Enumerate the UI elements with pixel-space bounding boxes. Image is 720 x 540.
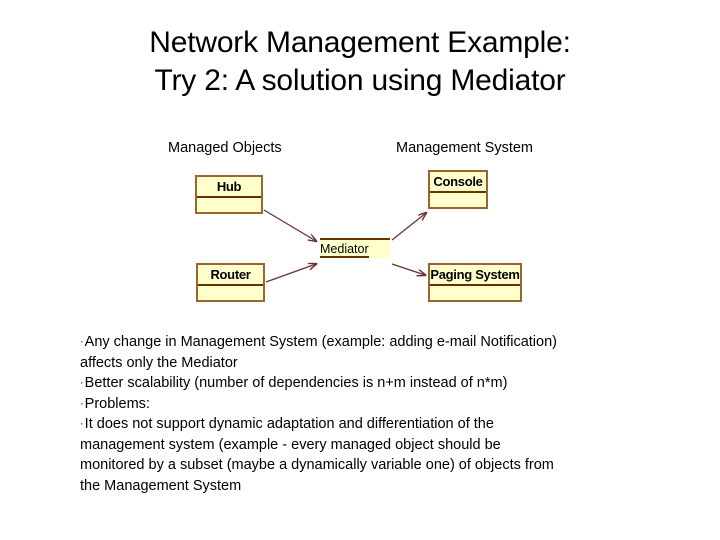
body-text-line: the Management System — [80, 477, 242, 494]
body-text-line: Any change in Management System (example… — [84, 334, 557, 350]
connector-mediator-to-paging-system — [391, 263, 425, 275]
diagram-node-console-body — [430, 193, 486, 207]
diagram-node-paging-system[interactable]: Paging System — [428, 263, 522, 302]
slide-body-text: ·Any change in Management System (exampl… — [80, 332, 680, 496]
connector-router-to-mediator — [265, 264, 316, 283]
body-continuation-line: monitored by a subset (maybe a dynamical… — [80, 455, 680, 476]
diagram-node-router[interactable]: Router — [196, 263, 265, 302]
body-bullet-item: ·Any change in Management System (exampl… — [80, 332, 680, 353]
bullet-icon: · — [80, 377, 84, 389]
diagram-node-paging-system-body — [430, 286, 520, 300]
body-text-line: Problems: — [84, 395, 150, 412]
body-text-line: monitored by a subset (maybe a dynamical… — [80, 457, 554, 473]
diagram-node-router-label: Router — [198, 265, 263, 286]
body-text-line: management system (example - every manag… — [80, 436, 501, 453]
body-continuation-line: the Management System — [80, 476, 680, 497]
diagram-node-hub-body — [197, 198, 261, 212]
diagram-node-console-label: Console — [430, 172, 486, 193]
body-bullet-item: ·It does not support dynamic adaptation … — [80, 414, 680, 435]
diagram-column-header-management-system: Management System — [396, 140, 534, 156]
diagram-node-paging-system-label: Paging System — [430, 265, 520, 286]
body-continuation-line: affects only the Mediator — [80, 353, 680, 374]
diagram-node-console[interactable]: Console — [428, 170, 488, 209]
connector-hub-to-mediator — [263, 209, 316, 241]
body-continuation-line: management system (example - every manag… — [80, 435, 680, 456]
page-title-line-1: Network Management Example: — [149, 26, 571, 59]
diagram-node-router-body — [198, 286, 263, 300]
diagram-node-hub-label: Hub — [197, 177, 261, 198]
bullet-icon: · — [80, 418, 84, 430]
mediator-pattern-diagram: Managed Objects Management System Hub Ro… — [0, 130, 720, 320]
diagram-column-header-managed-objects: Managed Objects — [168, 140, 282, 156]
connector-mediator-to-console — [391, 213, 426, 241]
page-title-line-2: Try 2: A solution using Mediator — [154, 64, 566, 97]
body-bullet-item: ·Problems: — [80, 394, 680, 415]
page-title: Network Management Example: Try 2: A sol… — [0, 24, 720, 100]
diagram-node-hub[interactable]: Hub — [195, 175, 263, 214]
body-text-line: Better scalability (number of dependenci… — [84, 375, 508, 391]
bullet-icon: · — [80, 336, 84, 348]
diagram-connectors — [263, 209, 720, 283]
diagram-node-mediator-label: Mediator — [320, 242, 369, 258]
bullet-icon: · — [80, 397, 84, 410]
diagram-node-mediator[interactable]: Mediator — [320, 238, 390, 258]
body-bullet-item: ·Better scalability (number of dependenc… — [80, 373, 680, 394]
body-text-line: It does not support dynamic adaptation a… — [84, 416, 494, 432]
body-text-line: affects only the Mediator — [80, 354, 238, 371]
